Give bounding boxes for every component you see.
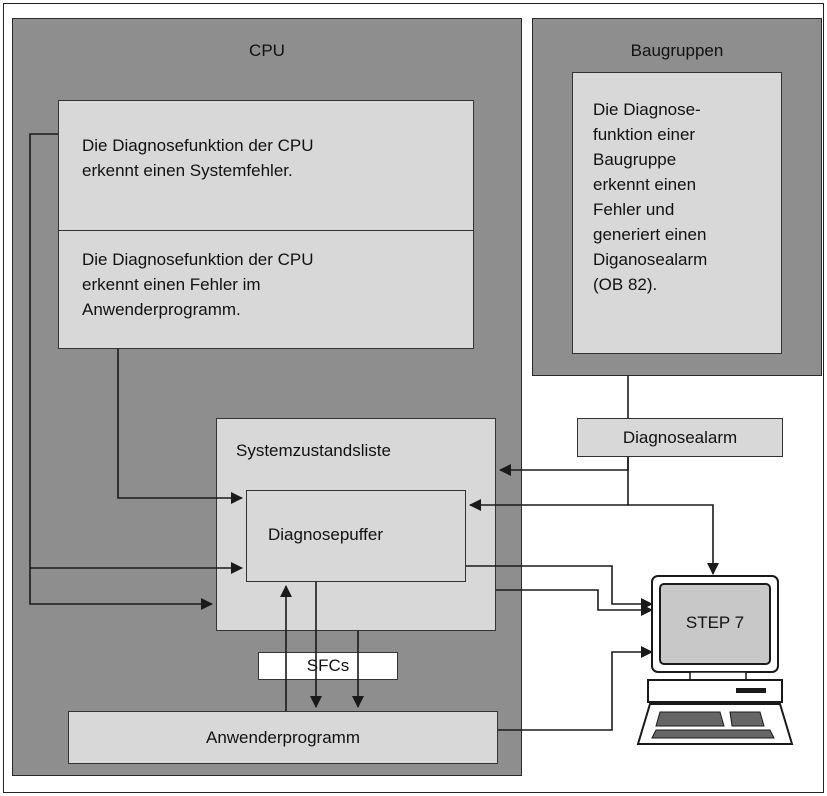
- diagnostic-alarm-box: [577, 418, 783, 457]
- diagnostic-buffer-box: [246, 490, 466, 582]
- user-program-box: [68, 711, 498, 764]
- system-error-to-szl-line: [29, 133, 213, 610]
- program-error-text: Die Diagnosefunktion der CPU erkennt ein…: [82, 250, 314, 319]
- sfcs-box: [258, 652, 398, 680]
- alarm-to-pg-line: [627, 457, 719, 575]
- szl-to-pg-line: [496, 589, 653, 616]
- cpu-title: CPU: [249, 41, 285, 60]
- pg-computer-icon: [636, 575, 794, 745]
- sfcs-label: SFCs: [306, 656, 350, 675]
- system-error-text: Die Diagnosefunktion der CPU erkennt ein…: [82, 136, 314, 180]
- user-program-label: Anwenderprogramm: [205, 728, 360, 747]
- diagnostic-alarm-label: Diagnosealarm: [622, 428, 738, 447]
- program-error-to-buffer-line: [117, 349, 243, 504]
- alarm-to-szl-line: [499, 457, 629, 476]
- user-program-to-pg-line: [498, 646, 653, 731]
- module-diagnosis-box: [572, 72, 782, 354]
- modules-title: Baugruppen: [630, 41, 724, 60]
- diagnostic-buffer-label: Diagnosepuffer: [268, 525, 383, 544]
- system-state-list-label: Systemzustandsliste: [236, 441, 391, 460]
- buffer-to-pg-line: [466, 565, 653, 610]
- module-diagnosis-text: Die Diagnose- funktion einer Baugruppe e…: [593, 100, 708, 294]
- diagram-frame: [3, 3, 824, 793]
- program-error-box: [58, 230, 474, 349]
- step7-screen-label: STEP 7: [685, 613, 745, 632]
